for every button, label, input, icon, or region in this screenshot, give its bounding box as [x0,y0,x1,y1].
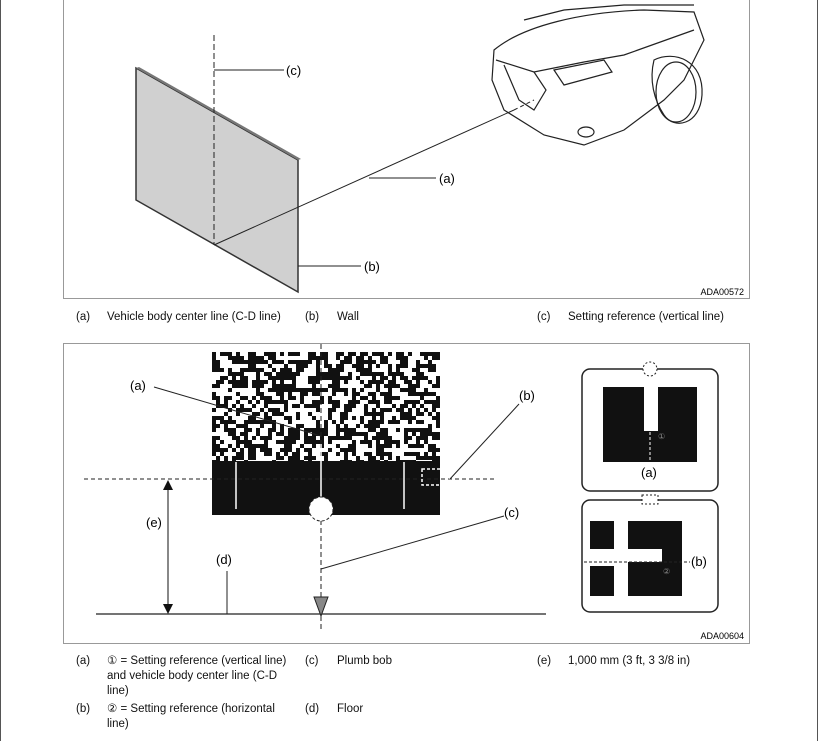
legend-text: Plumb bob [337,655,392,667]
center-line [213,109,515,246]
legend-text: Wall [337,311,359,323]
callout-a: (a) [130,378,146,393]
svg-text:(a): (a) [641,465,657,480]
legend-key: (e) [537,655,552,667]
detail-horizontal-reference: ② (b) [581,494,719,613]
detail-vertical-reference: ① (a) [581,361,719,492]
legend-text: ① = Setting reference (vertical line) an… [107,655,287,697]
legend-key: (b) [76,703,91,715]
wall [135,66,299,294]
plumb-bob-icon [313,596,329,618]
legend-key: (a) [76,311,91,323]
mark-1: ① [658,432,665,441]
legend-key: (c) [305,655,319,667]
callout-a: (a) [439,171,455,186]
legend-key: (a) [76,655,91,667]
mark-2: ② [663,567,670,576]
legend-key: (c) [537,311,551,323]
legend-text: Floor [337,703,364,715]
legend-key: (b) [305,311,320,323]
figure1-legend: (a) Vehicle body center line (C-D line) … [0,310,818,330]
figure-id: ADA00572 [700,287,744,297]
plumb-bob-illustration: (a) (b) (c) (d) (e) ① (a) [84,344,744,641]
target-pattern [212,352,440,464]
callout-e: (e) [146,515,162,530]
callout-c: (c) [504,505,519,520]
legend-text: Vehicle body center line (C-D line) [107,311,281,323]
figure-wall-centerline: (c) (a) (b) ADA00572 [63,0,750,299]
legend-key: (d) [305,703,320,715]
callout-d: (d) [216,552,232,567]
figure-id: ADA00604 [700,631,744,641]
figure-plumb-bob: (a) (b) (c) (d) (e) ① (a) [63,343,750,644]
legend-text: ② = Setting reference (horizontal line) [107,703,275,730]
vehicle-front-illustration [491,4,705,146]
legend-text: 1,000 mm (3 ft, 3 3/8 in) [568,655,691,667]
svg-text:(b): (b) [691,554,707,569]
figure2-legend: (a) ① = Setting reference (vertical line… [0,654,818,741]
callout-b: (b) [364,259,380,274]
callout-b: (b) [519,388,535,403]
wall-centerline-illustration: (c) (a) (b) ADA00572 [135,4,744,297]
page-edge-left [0,0,1,741]
legend-text: Setting reference (vertical line) [568,311,724,323]
callout-c: (c) [286,63,301,78]
